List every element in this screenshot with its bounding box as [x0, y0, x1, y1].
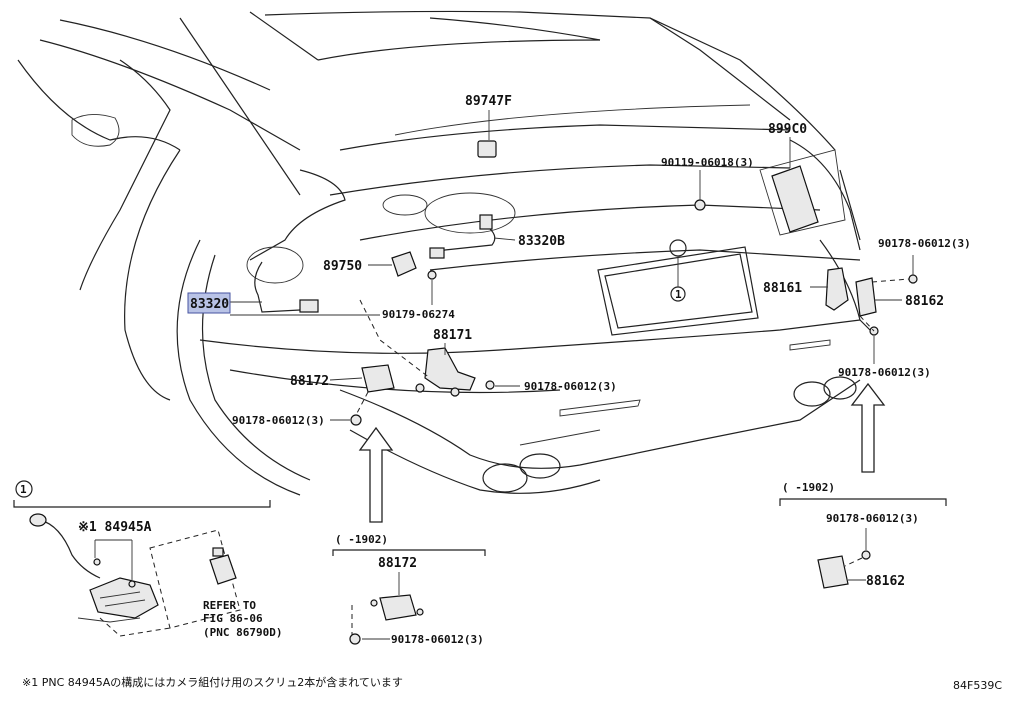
inset3-range: ( -1902): [782, 481, 835, 494]
car-body-outline: [17, 10, 871, 496]
part-88161: [825, 267, 849, 311]
callout-88171: 88171: [433, 328, 472, 343]
callout-90178-06012-b: 90178-06012(3): [232, 414, 325, 427]
part-88162: [855, 277, 877, 317]
figure-code: 84F539C: [953, 679, 1003, 692]
arrow-up-right: [850, 382, 886, 473]
callout-89750: 89750: [323, 259, 362, 274]
refer-line-3: (PNC 86790D): [203, 626, 282, 639]
inset-88172-range: ( -1902) 88172 90178-06012(3): [332, 533, 486, 646]
callout-89747F: 89747F: [465, 94, 512, 109]
inset1-marker: 1: [20, 483, 27, 496]
part-88171: [424, 347, 476, 391]
callout-899C0: 899C0: [768, 122, 807, 137]
part-90119-bolt: [694, 199, 706, 211]
callout-90178-06012-c: 90178-06012(3): [878, 237, 971, 250]
leader-lines: [230, 110, 914, 421]
callout-84945A: ※1 84945A: [78, 520, 152, 535]
footnote: ※1 PNC 84945Aの構成にはカメラ組付け用のスクリュ2本が含まれています: [22, 676, 403, 689]
part-89750: [391, 251, 417, 277]
inset2-range: ( -1902): [335, 533, 388, 546]
callout-83320B: 83320B: [518, 234, 565, 249]
inset-88162-range: ( -1902) 90178-06012(3) 88162: [779, 481, 947, 589]
ref-marker-1-circle: [669, 239, 687, 257]
parts: [254, 140, 918, 426]
inset3-callout-88162: 88162: [866, 574, 905, 589]
arrow-up-left: [358, 426, 394, 523]
callout-90178-06012-a: 90178-06012(3): [524, 380, 617, 393]
callout-90178-06012-d: 90178-06012(3): [838, 366, 931, 379]
inset2-callout-88172: 88172: [378, 556, 417, 571]
inset2-callout-90178: 90178-06012(3): [391, 633, 484, 646]
callout-90119-06018: 90119-06018(3): [661, 156, 754, 169]
callout-90179-06274: 90179-06274: [382, 308, 455, 321]
part-89747F: [477, 140, 497, 158]
callout-88161: 88161: [763, 281, 802, 296]
inset-camera: 1 ※1 84945A REFER TO FIG 86-06 (PNC 8679…: [13, 480, 282, 639]
part-83320: [254, 261, 301, 313]
inset3-callout-90178: 90178-06012(3): [826, 512, 919, 525]
refer-line-1: REFER TO: [203, 599, 256, 612]
part-88172: [361, 364, 395, 393]
callout-83320: 83320: [190, 297, 229, 312]
callout-88162: 88162: [905, 294, 944, 309]
highlight-83320: [187, 292, 231, 314]
refer-line-2: FIG 86-06: [203, 612, 263, 625]
part-899C0: [771, 165, 819, 233]
callout-88172: 88172: [290, 374, 329, 389]
ref-marker-1-label: 1: [675, 288, 682, 301]
